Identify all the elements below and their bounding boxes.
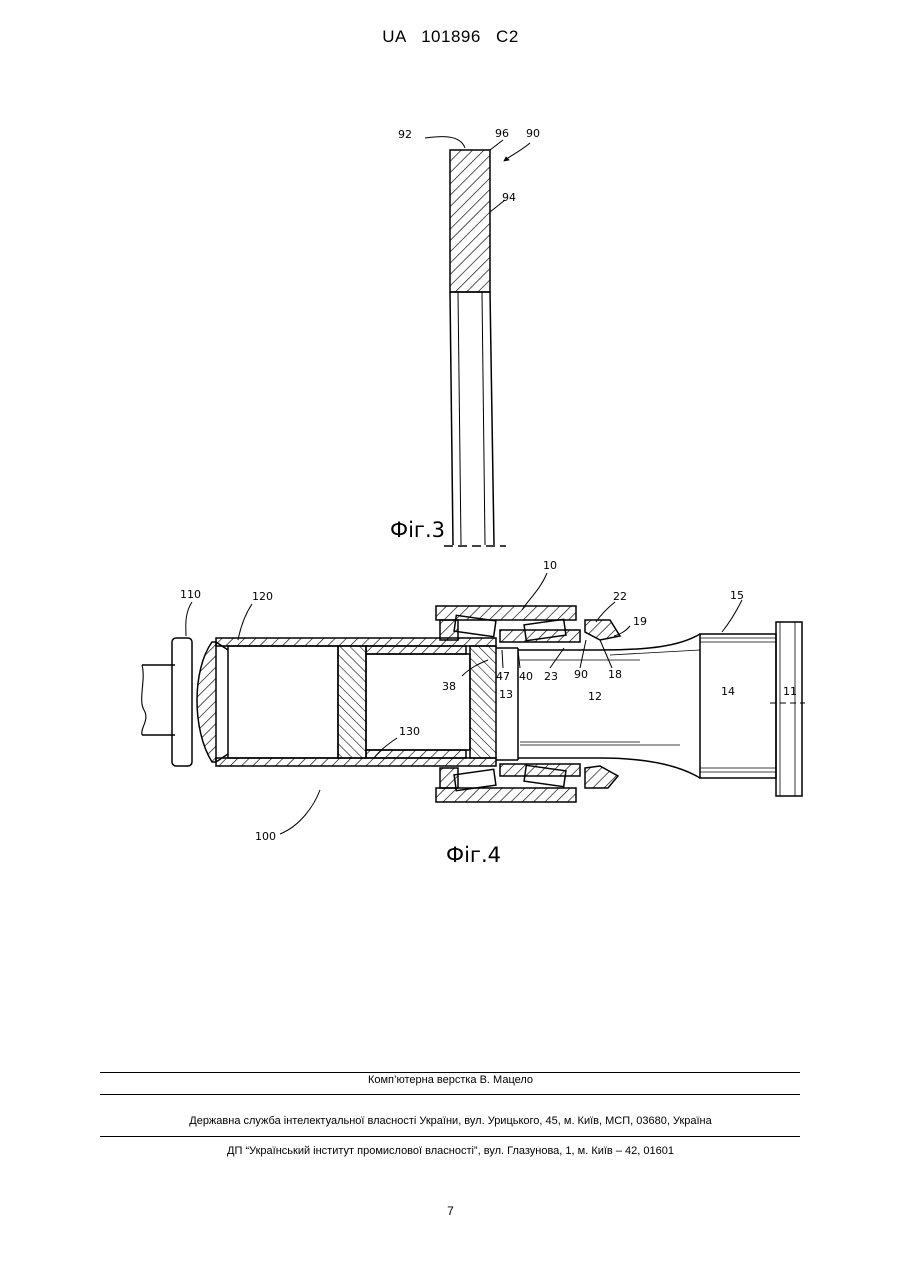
label-14: 14 [721, 685, 735, 698]
footer-rule-3 [100, 1136, 800, 1137]
page-number: 7 [0, 1204, 901, 1218]
footer-rule-1 [100, 1072, 800, 1073]
label-96: 96 [495, 127, 509, 140]
seal-section [450, 150, 490, 292]
label-22: 22 [613, 590, 627, 603]
label-15: 15 [730, 589, 744, 602]
fig4-caption: Фіг.4 [446, 843, 501, 867]
label-47: 47 [496, 670, 510, 683]
label-100: 100 [255, 830, 276, 843]
label-94: 94 [502, 191, 516, 204]
fig4-drawing [142, 573, 805, 834]
label-10: 10 [543, 559, 557, 572]
label-13: 13 [499, 688, 513, 701]
label-92: 92 [398, 128, 412, 141]
footer-typesetter: Комп’ютерна верстка В. Мацело [0, 1074, 901, 1086]
footer-rule-2 [100, 1094, 800, 1095]
label-40: 40 [519, 670, 533, 683]
label-23: 23 [544, 670, 558, 683]
label-130: 130 [399, 725, 420, 738]
footer-office: Державна служба інтелектуальної власност… [0, 1115, 901, 1127]
label-18: 18 [608, 668, 622, 681]
label-38: 38 [442, 680, 456, 693]
fig3-caption: Фіг.3 [390, 518, 445, 542]
label-110: 110 [180, 588, 201, 601]
label-11: 11 [783, 685, 797, 698]
label-19: 19 [633, 615, 647, 628]
label-12: 12 [588, 690, 602, 703]
footer-institute: ДП “Український інститут промислової вла… [0, 1145, 901, 1157]
label-90: 90 [526, 127, 540, 140]
label-120: 120 [252, 590, 273, 603]
label-90: 90 [574, 668, 588, 681]
